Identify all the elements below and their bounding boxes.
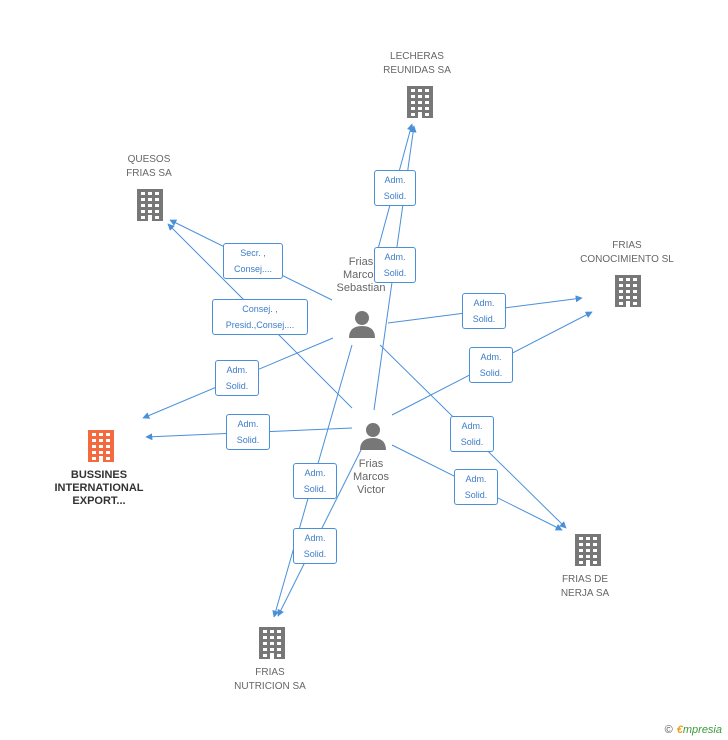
edge-label-sebastian-nutricion: Adm. Solid. — [293, 463, 337, 499]
edge-label-sebastian-bussines: Adm. Solid. — [215, 360, 259, 396]
person-icon-sebastian — [349, 311, 375, 338]
company-label-conocimiento[interactable]: FRIAS CONOCIMIENTO SL — [580, 240, 674, 265]
building-windows — [263, 630, 281, 659]
company-label-nerja[interactable]: FRIAS DE NERJA SA — [560, 574, 610, 599]
edge-label-victor-quesos: Consej. , Presid.,Consej.... — [212, 299, 308, 335]
company-label-bussines[interactable]: BUSSINES INTERNATIONAL EXPORT... — [54, 469, 144, 507]
person-label-victor[interactable]: Frias Marcos Victor — [352, 458, 390, 496]
edge-label-victor-nerja: Adm. Solid. — [454, 469, 498, 505]
building-windows — [141, 192, 159, 221]
edge-label-sebastian-conocimiento: Adm. Solid. — [462, 293, 506, 329]
edge-label-victor-nutricion: Adm. Solid. — [293, 528, 337, 564]
building-windows — [579, 537, 597, 566]
company-label-lecheras[interactable]: LECHERAS REUNIDAS SA — [383, 51, 451, 76]
person-icon-victor — [360, 423, 386, 450]
building-windows — [619, 278, 637, 307]
building-windows — [92, 433, 110, 462]
edge-label-victor-bussines: Adm. Solid. — [226, 414, 270, 450]
building-windows — [411, 89, 429, 118]
empresia-logo[interactable]: ©€mpresia — [665, 724, 722, 736]
edge-label-victor-conocimiento: Adm. Solid. — [469, 347, 513, 383]
empresia-e-icon: € — [676, 724, 683, 736]
empresia-wordmark: mpresia — [682, 724, 722, 736]
edge-label-sebastian-quesos: Secr. , Consej.... — [223, 243, 283, 279]
copyright-symbol: © — [664, 724, 673, 736]
edge-label-victor-lecheras: Adm. Solid. — [374, 247, 416, 283]
edge-label-sebastian-lecheras: Adm. Solid. — [374, 170, 416, 206]
edge-label-sebastian-nerja: Adm. Solid. — [450, 416, 494, 452]
company-label-nutricion[interactable]: FRIAS NUTRICION SA — [234, 667, 306, 692]
person-label-sebastian[interactable]: Frias Marcos Sebastian — [336, 256, 386, 294]
company-label-quesos[interactable]: QUESOS FRIAS SA — [126, 154, 172, 179]
